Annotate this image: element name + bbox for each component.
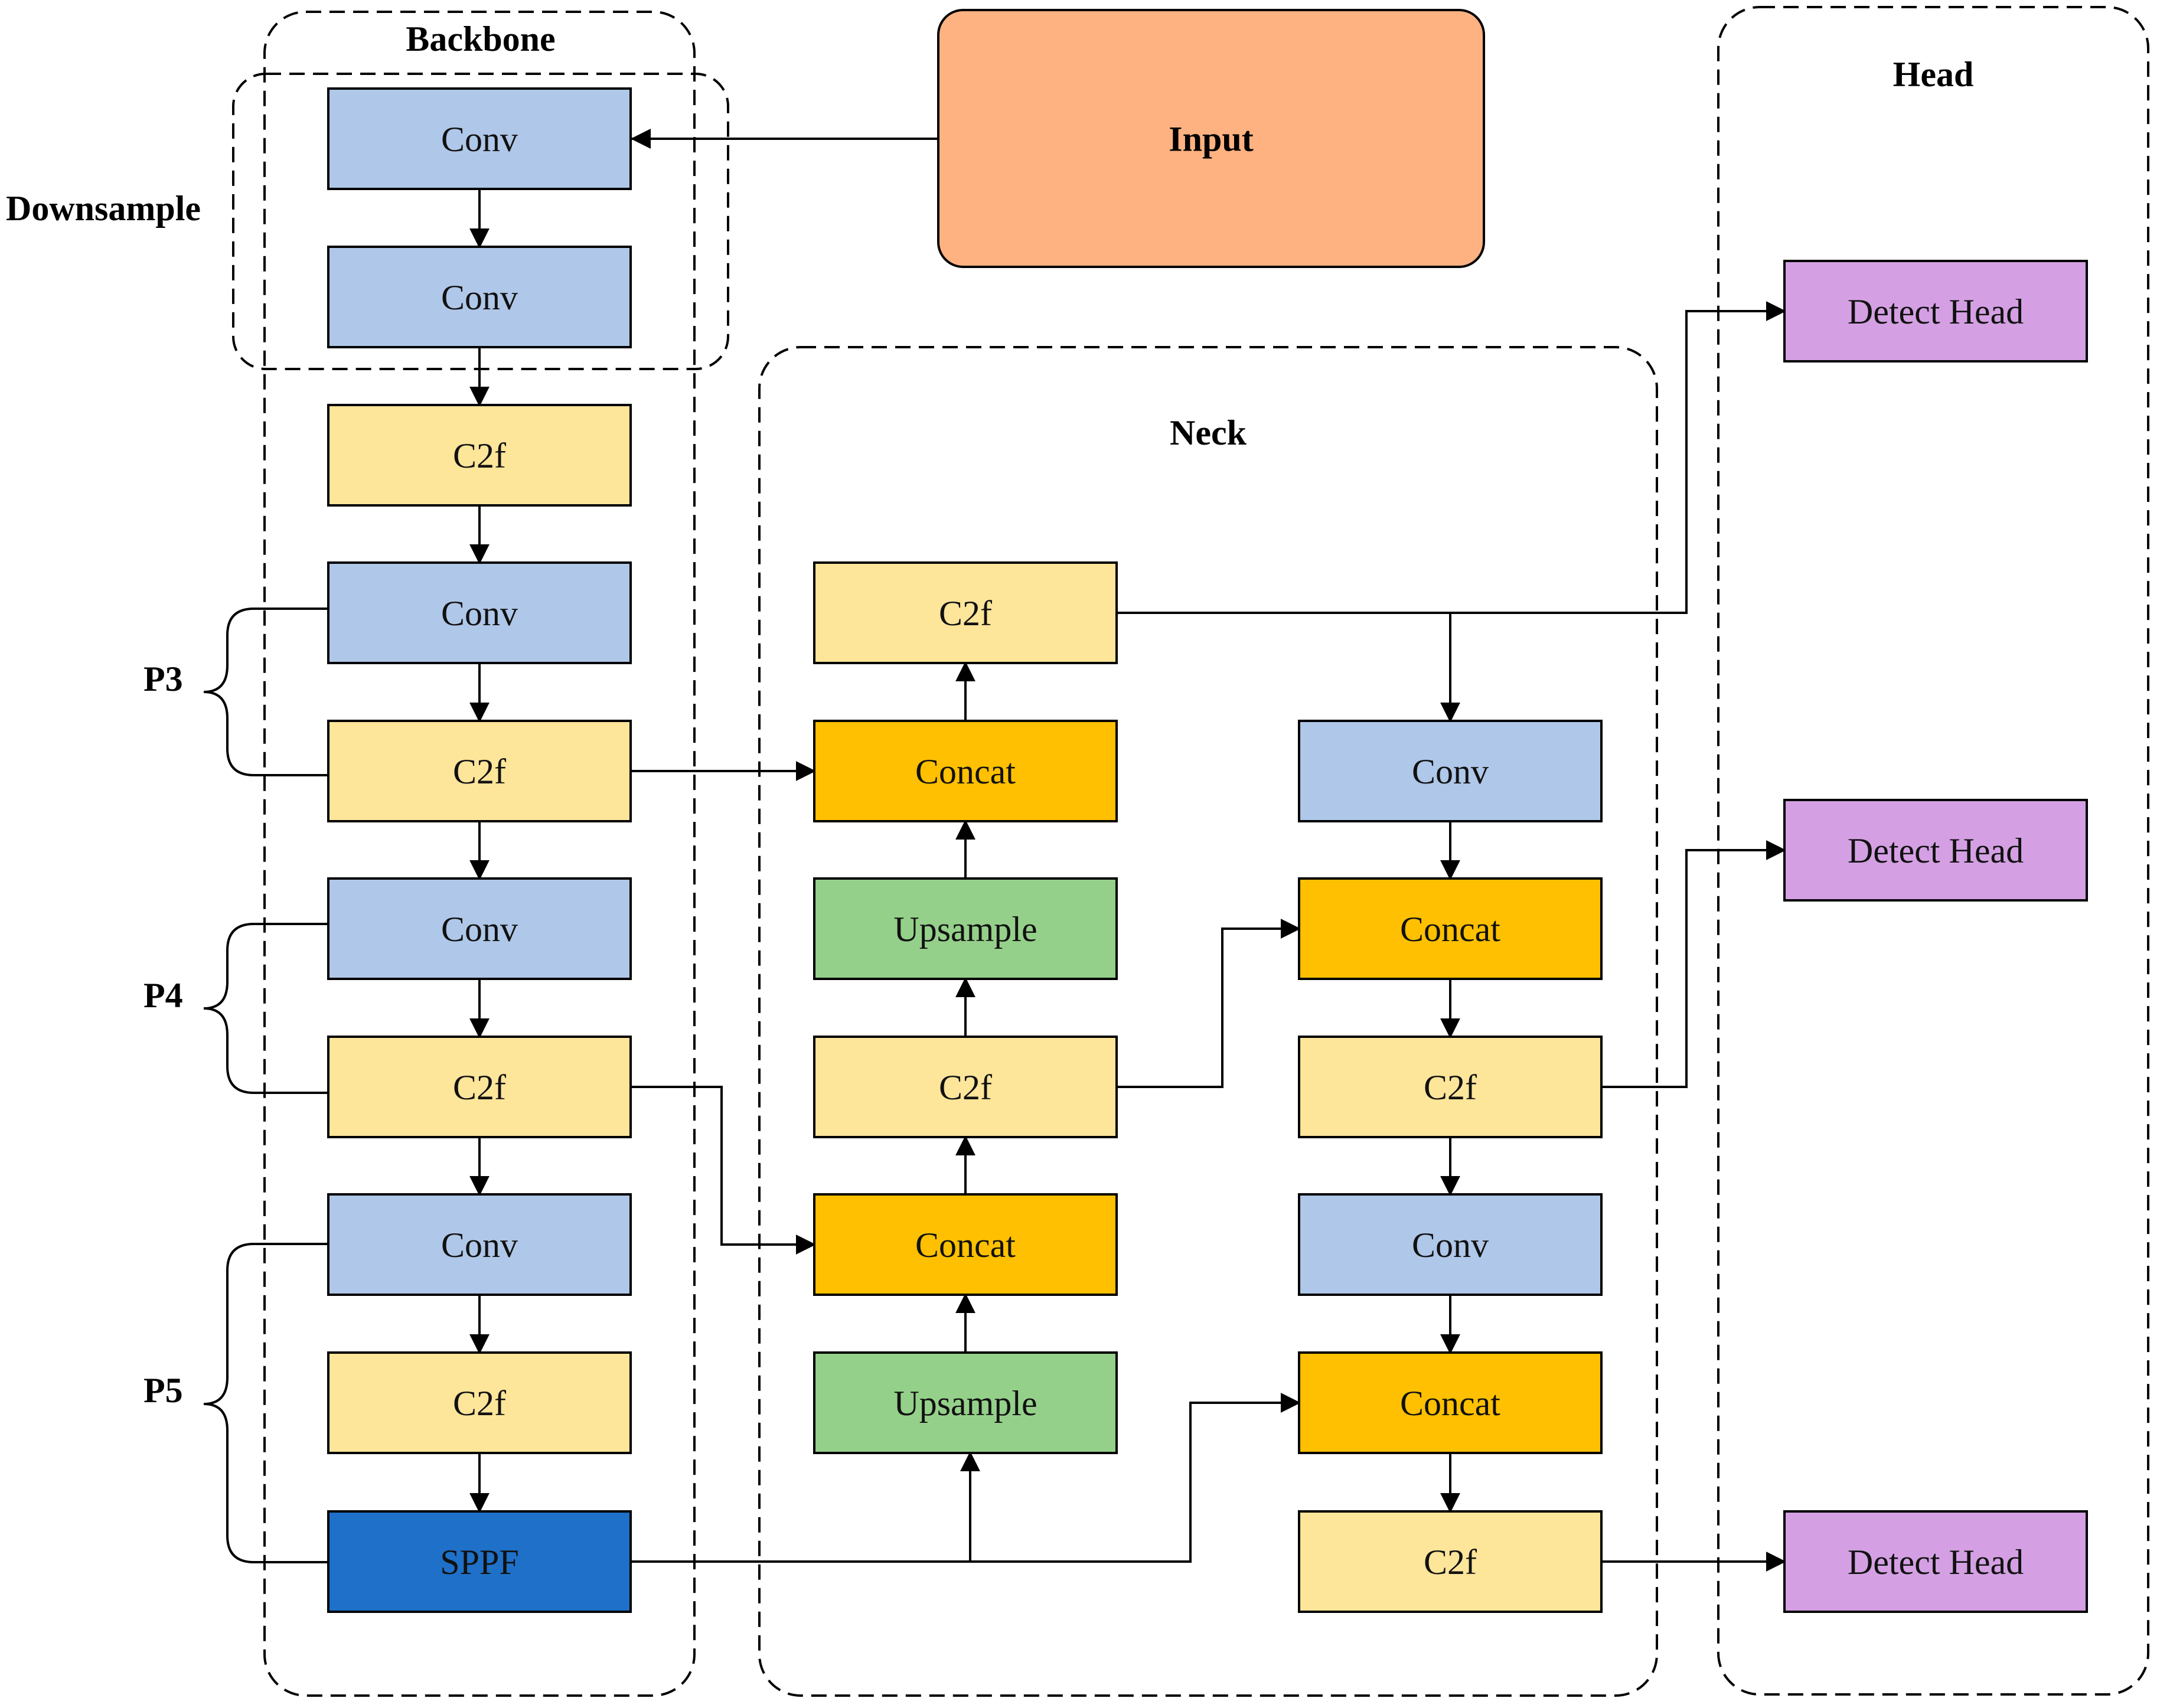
node-label-h-detect3: Detect Head xyxy=(1848,1543,2024,1582)
node-box-b-conv1 xyxy=(327,87,632,190)
node-h-detect1: Detect Head xyxy=(1783,260,2088,362)
node-box-h-detect3 xyxy=(1783,1510,2088,1613)
node-b-c2f1: C2f xyxy=(327,404,632,507)
node-r-concat2: Concat xyxy=(1298,1351,1603,1454)
edge-b-c2f3-to-n-concat2 xyxy=(631,1086,816,1255)
node-box-n-c2f-top xyxy=(813,561,1118,664)
node-label-n-concat1: Concat xyxy=(915,752,1016,791)
node-box-r-c2f2 xyxy=(1298,1510,1603,1613)
node-label-b-conv1: Conv xyxy=(441,120,518,159)
node-b-sppf: SPPF xyxy=(327,1510,632,1613)
node-r-conv1: Conv xyxy=(1298,720,1603,822)
node-n-concat2: Concat xyxy=(813,1193,1118,1296)
node-label-input: Input xyxy=(1169,120,1253,159)
node-box-b-conv4 xyxy=(327,877,632,980)
p4-brace xyxy=(203,923,328,1094)
edge-n-c2f-top-to-h-detect1 xyxy=(1117,301,1786,614)
node-input: Input xyxy=(937,9,1485,268)
node-box-r-conv2 xyxy=(1298,1193,1603,1296)
node-b-c2f3: C2f xyxy=(327,1036,632,1138)
node-b-conv2: Conv xyxy=(327,246,632,348)
node-h-detect3: Detect Head xyxy=(1783,1510,2088,1613)
node-b-conv4: Conv xyxy=(327,877,632,980)
node-n-upsample2: Upsample xyxy=(813,1351,1118,1454)
edge-n-c2f-mid-to-r-concat1 xyxy=(1117,919,1301,1088)
node-label-n-upsample2: Upsample xyxy=(893,1384,1037,1423)
node-box-b-c2f3 xyxy=(327,1036,632,1138)
head-title: Head xyxy=(1893,55,1974,94)
node-box-n-upsample2 xyxy=(813,1351,1118,1454)
node-box-r-c2f1 xyxy=(1298,1036,1603,1138)
node-label-b-sppf: SPPF xyxy=(440,1543,518,1582)
node-box-n-concat1 xyxy=(813,720,1118,822)
node-label-b-conv3: Conv xyxy=(441,594,518,633)
neck-title: Neck xyxy=(1170,413,1247,452)
node-b-conv5: Conv xyxy=(327,1193,632,1296)
node-b-c2f2: C2f xyxy=(327,720,632,822)
node-box-b-conv5 xyxy=(327,1193,632,1296)
node-label-h-detect2: Detect Head xyxy=(1848,831,2024,870)
node-label-b-conv2: Conv xyxy=(441,278,518,317)
node-b-conv1: Conv xyxy=(327,87,632,190)
node-r-c2f2: C2f xyxy=(1298,1510,1603,1613)
node-label-r-conv2: Conv xyxy=(1412,1226,1489,1265)
p3-label: P3 xyxy=(143,659,183,698)
node-label-n-c2f-top: C2f xyxy=(939,594,992,633)
node-label-n-c2f-mid: C2f xyxy=(939,1068,992,1107)
node-r-concat1: Concat xyxy=(1298,877,1603,980)
node-r-c2f1: C2f xyxy=(1298,1036,1603,1138)
node-label-r-concat1: Concat xyxy=(1400,910,1500,949)
node-box-n-c2f-mid xyxy=(813,1036,1118,1138)
node-label-r-conv1: Conv xyxy=(1412,752,1489,791)
p5-brace xyxy=(203,1243,328,1563)
node-label-b-c2f1: C2f xyxy=(453,436,506,475)
p3-brace xyxy=(203,608,328,776)
node-box-b-c2f1 xyxy=(327,404,632,507)
backbone-title: Backbone xyxy=(406,19,555,58)
node-label-n-upsample1: Upsample xyxy=(893,910,1037,949)
node-label-b-conv5: Conv xyxy=(441,1226,518,1265)
node-b-conv3: Conv xyxy=(327,561,632,664)
node-box-b-sppf xyxy=(327,1510,632,1613)
node-r-conv2: Conv xyxy=(1298,1193,1603,1296)
node-label-b-c2f4: C2f xyxy=(453,1384,506,1423)
node-n-concat1: Concat xyxy=(813,720,1118,822)
p4-label: P4 xyxy=(143,976,183,1015)
node-label-n-concat2: Concat xyxy=(915,1226,1016,1265)
node-b-c2f4: C2f xyxy=(327,1351,632,1454)
node-box-b-c2f4 xyxy=(327,1351,632,1454)
node-label-b-conv4: Conv xyxy=(441,910,518,949)
node-label-b-c2f2: C2f xyxy=(453,752,506,791)
node-h-detect2: Detect Head xyxy=(1783,799,2088,902)
edge-r-c2f1-to-h-detect2 xyxy=(1601,840,1786,1088)
downsample-label: Downsample xyxy=(6,189,201,228)
node-box-input xyxy=(937,9,1485,268)
edge-b-sppf-to-r-concat2 xyxy=(631,1393,1301,1563)
node-box-n-upsample1 xyxy=(813,877,1118,980)
node-box-r-concat1 xyxy=(1298,877,1603,980)
node-box-h-detect2 xyxy=(1783,799,2088,902)
node-box-r-conv1 xyxy=(1298,720,1603,822)
node-n-c2f-top: C2f xyxy=(813,561,1118,664)
node-label-b-c2f3: C2f xyxy=(453,1068,506,1107)
node-label-h-detect1: Detect Head xyxy=(1848,292,2024,331)
node-label-r-concat2: Concat xyxy=(1400,1384,1500,1423)
node-box-b-conv3 xyxy=(327,561,632,664)
neck-region xyxy=(758,346,1658,1697)
node-label-r-c2f1: C2f xyxy=(1424,1068,1477,1107)
node-n-upsample1: Upsample xyxy=(813,877,1118,980)
node-label-r-c2f2: C2f xyxy=(1424,1543,1477,1582)
node-box-r-concat2 xyxy=(1298,1351,1603,1454)
p5-label: P5 xyxy=(143,1371,183,1410)
backbone-region xyxy=(263,11,696,1697)
node-box-b-conv2 xyxy=(327,246,632,348)
node-box-n-concat2 xyxy=(813,1193,1118,1296)
node-box-b-c2f2 xyxy=(327,720,632,822)
node-n-c2f-mid: C2f xyxy=(813,1036,1118,1138)
node-box-h-detect1 xyxy=(1783,260,2088,362)
